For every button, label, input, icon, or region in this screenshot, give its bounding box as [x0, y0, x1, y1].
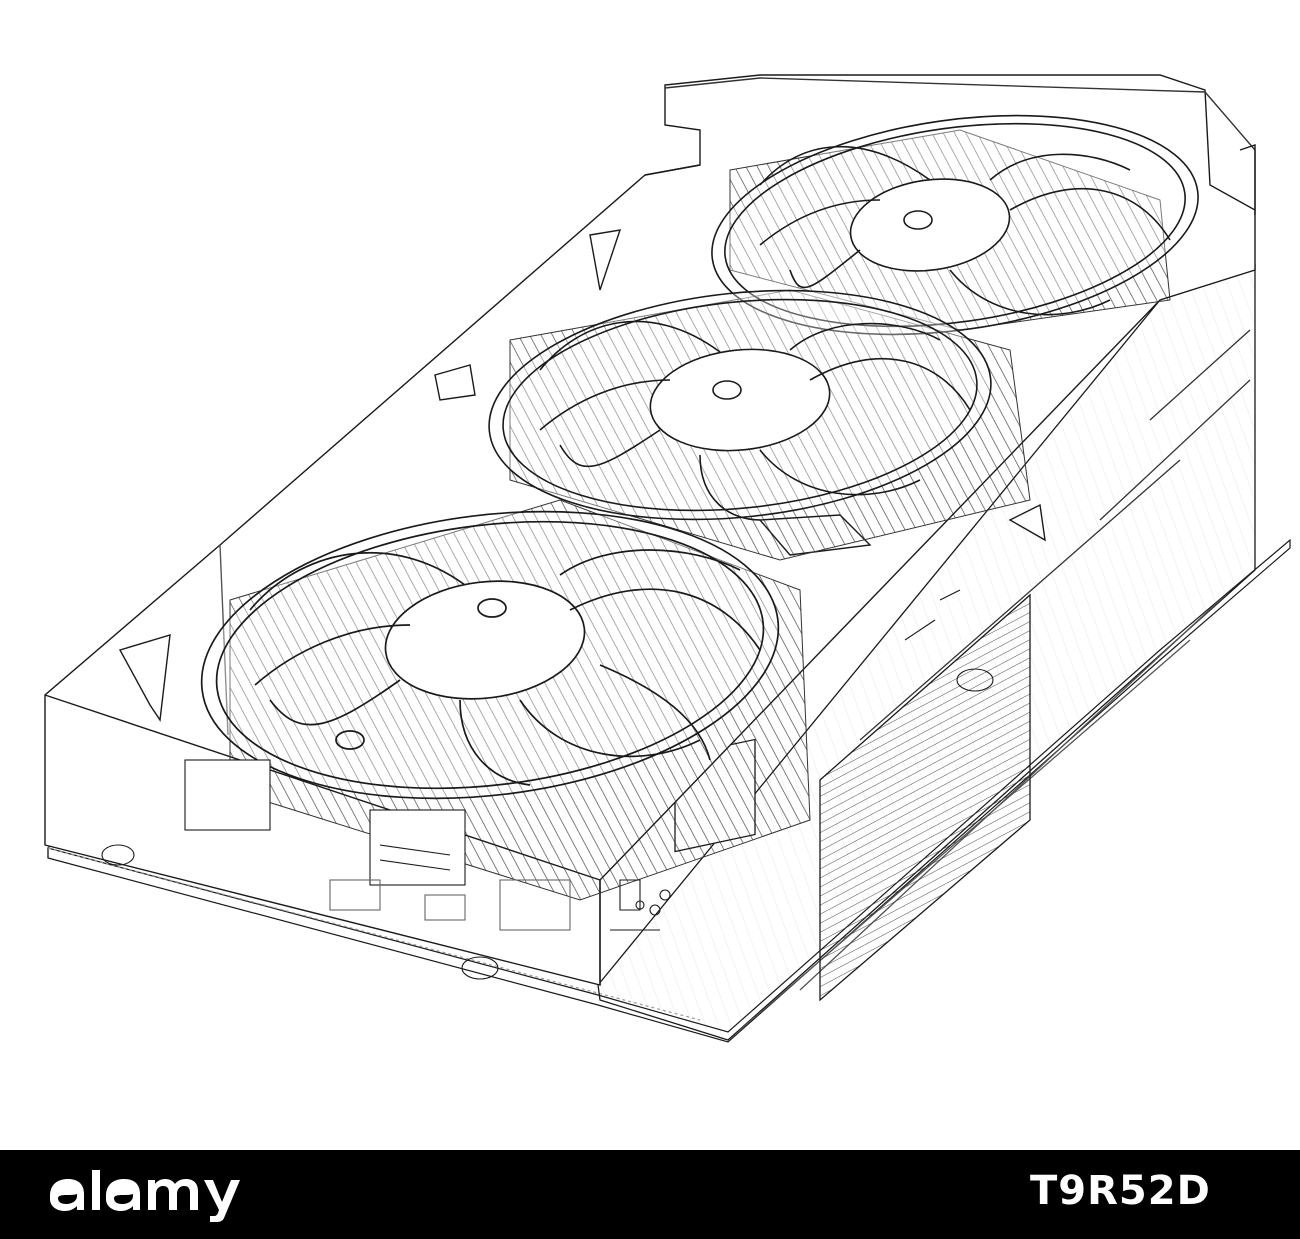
fan-middle: [488, 289, 992, 521]
alamy-wordmark: [50, 1170, 240, 1222]
component-block-center: [369, 809, 466, 886]
component-block-left: [184, 759, 271, 831]
stock-image-id: T9R52D: [1030, 1168, 1211, 1214]
alamy-logo: alamy: [50, 1170, 270, 1222]
fan-back: [711, 114, 1199, 336]
graphics-card-wireframe-illustration: [44, 74, 1291, 1043]
stock-watermark-bar: alamy T9R52D: [0, 1150, 1300, 1239]
fan-front: [200, 510, 780, 800]
graphics-card-drawing: [44, 74, 1291, 1043]
pcb-components: [101, 589, 994, 980]
